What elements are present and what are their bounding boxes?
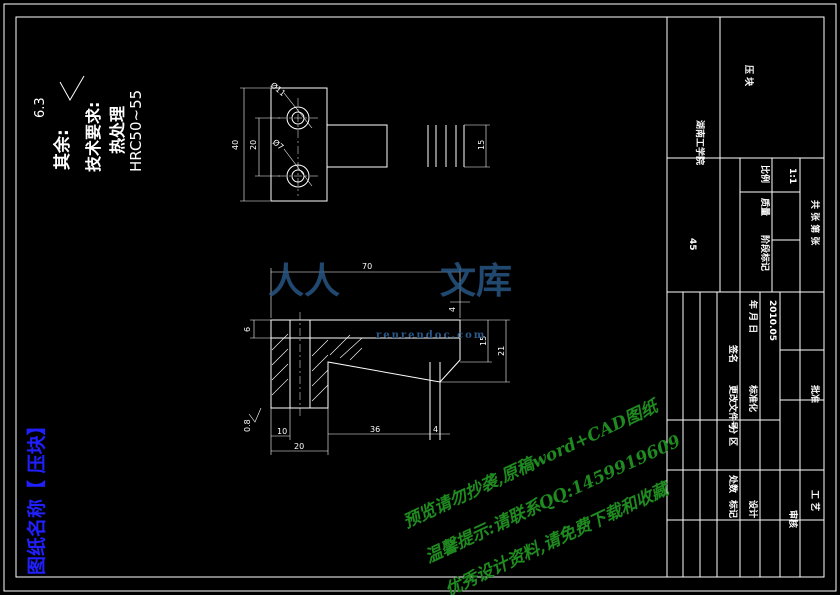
approve: 批准	[809, 385, 821, 403]
inner-border	[15, 16, 825, 578]
brand-watermark-1: 人人	[268, 260, 341, 302]
date-label: 年 月 日	[747, 300, 759, 333]
weight-label: 质量	[759, 198, 771, 216]
top-view-shank	[326, 124, 388, 168]
brand-watermark-2: 文库	[440, 260, 513, 302]
check: 审核	[787, 510, 799, 528]
surface-rest-note: 其余:	[53, 129, 73, 170]
part-name: 压 块	[743, 65, 755, 87]
outer-border	[3, 3, 837, 592]
top-view: Ø11 Ø7 40 20 15	[231, 80, 490, 202]
roughness-value: 6.3	[33, 97, 48, 118]
dim-hole1: Ø11	[269, 80, 288, 98]
dim-w4: 4	[433, 425, 438, 434]
scale-label: 比例	[759, 165, 771, 183]
scale-value: 1:1	[787, 168, 797, 184]
dim-w20: 20	[294, 442, 304, 451]
dim-15: 15	[477, 140, 486, 150]
dim-h21: 21	[497, 346, 506, 356]
school-name: 湖南工学院	[694, 120, 706, 165]
tech-req-line2: HRC50~55	[127, 89, 145, 172]
dim-w10: 10	[277, 427, 287, 436]
dim-step: 4	[448, 307, 457, 312]
dim-roughness: 0.8	[243, 419, 252, 432]
stage-label: 阶段标记	[759, 235, 771, 271]
roughness-symbol	[59, 75, 85, 102]
dim-w36: 36	[370, 425, 380, 434]
material: 45	[687, 238, 697, 251]
dim-6: 6	[243, 327, 252, 332]
mark-label: 标记	[727, 499, 739, 518]
dim-20: 20	[249, 140, 258, 150]
standardize: 标准化	[747, 384, 759, 412]
year: 2010.05	[767, 300, 777, 341]
tech-req-title: 技术要求:	[84, 101, 103, 172]
process: 工 艺	[809, 490, 821, 511]
sign-label: 签名	[727, 344, 739, 363]
count-label: 处数	[727, 474, 739, 494]
zone-label: 分 区	[727, 425, 739, 446]
designer: 设计	[747, 500, 759, 518]
front-view-outline	[270, 319, 461, 409]
hatch	[271, 333, 363, 402]
dim-70: 70	[362, 262, 372, 271]
tech-req-line1: 热处理	[108, 105, 127, 154]
site-watermark: renrendoc.com	[376, 330, 487, 341]
title-block	[666, 17, 824, 577]
sheet-count: 共 张 第 张	[809, 200, 821, 246]
dim-hole2: Ø7	[271, 137, 286, 152]
change-doc: 更改文件号	[727, 385, 739, 430]
dim-h15: 15	[479, 336, 488, 346]
small-roughness-mark	[248, 407, 262, 423]
front-view: 70 4 6 15 21 10 20 36 4 0.8	[243, 262, 510, 455]
drawing-name-label: 图纸名称【 压块】	[26, 416, 48, 575]
hole-upper	[286, 106, 310, 130]
dim-40: 40	[231, 140, 240, 150]
